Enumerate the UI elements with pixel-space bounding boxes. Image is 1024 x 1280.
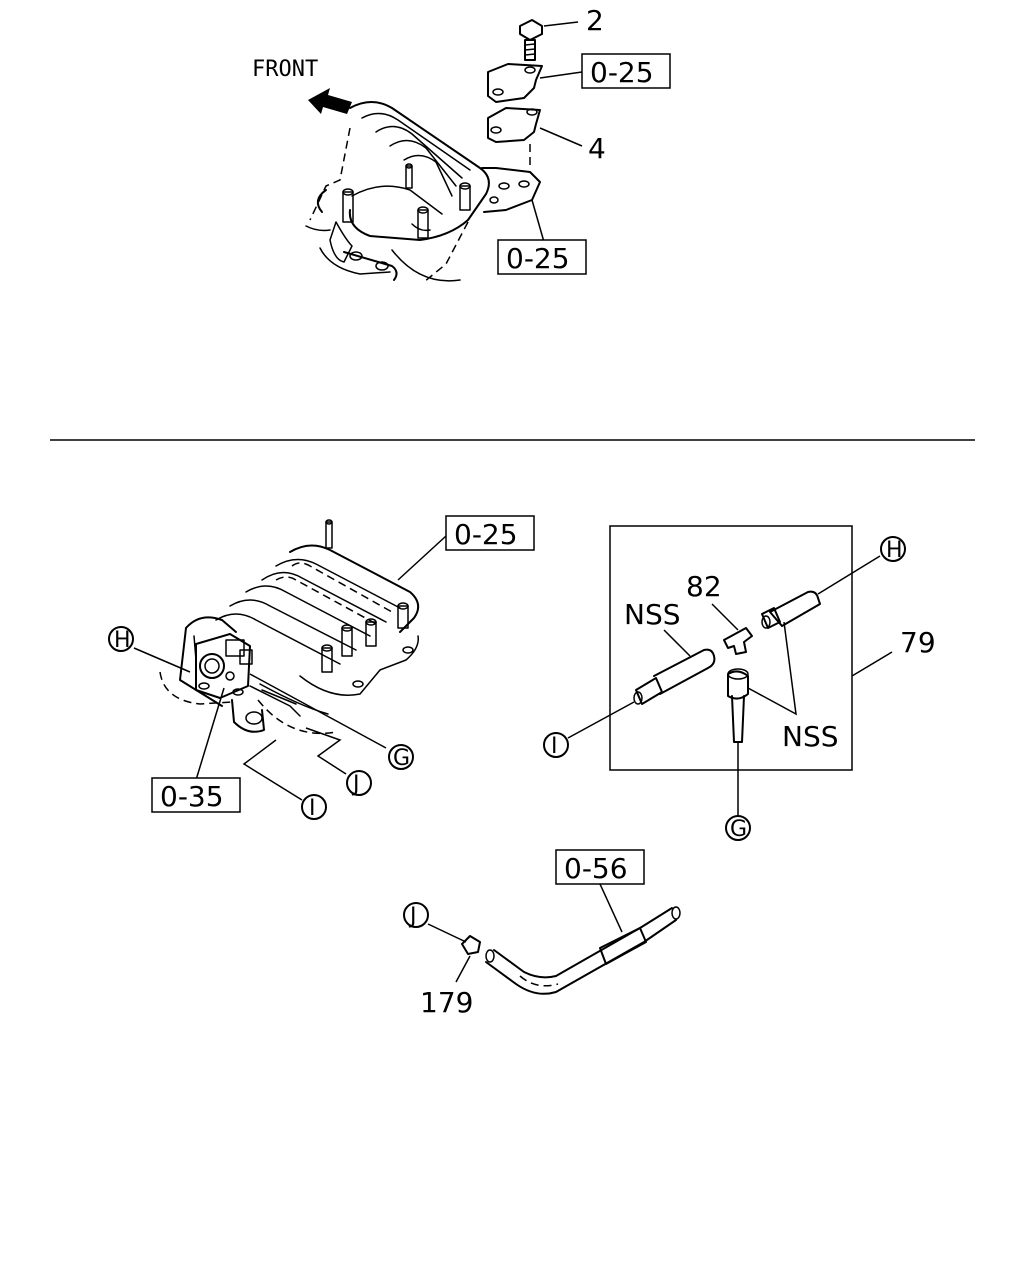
ref-code-lower: 0-25: [506, 242, 570, 275]
cover-plate: 0-25: [487, 53, 671, 103]
connector-i-right-label: I: [551, 734, 558, 759]
part-number-179: 179: [420, 986, 473, 1019]
ref-box-lower: [497, 239, 587, 275]
ref-code-throttle: 0-35: [160, 780, 224, 813]
gasket-4: 4: [487, 107, 606, 170]
connector-g-right-icon: [725, 815, 751, 841]
connector-j-bottom-icon: [403, 902, 429, 928]
front-label: FRONT: [252, 57, 318, 82]
part-number-4: 4: [588, 132, 606, 165]
nss-label-upper: NSS: [624, 598, 681, 631]
part-number-79: 79: [900, 626, 936, 659]
top-view: FRONT: [252, 4, 671, 283]
ref-box-upper: [581, 53, 671, 89]
ref-box-manifold: [445, 515, 535, 551]
connector-h-right-icon: [880, 536, 906, 562]
intake-manifold-assembly: 0-25: [108, 515, 535, 821]
connector-g-right-label: G: [730, 817, 747, 842]
connector-j-left-icon: [346, 770, 372, 796]
throttle-body: [159, 633, 337, 735]
hose-kit-box: [609, 525, 853, 771]
connector-h-left-label: H: [114, 628, 131, 653]
bolt-2: 2: [519, 4, 604, 61]
ref-box-hose: [555, 849, 645, 885]
ref-code-upper: 0-25: [590, 56, 654, 89]
connector-i-right-icon: [543, 732, 569, 758]
connector-i-left-icon: [301, 794, 327, 820]
connector-h-right-label: H: [886, 538, 903, 563]
connector-j-left-label: J: [351, 772, 360, 797]
nss-label-lower: NSS: [782, 720, 839, 753]
connector-j-bottom-label: J: [408, 904, 417, 929]
part-number-82: 82: [686, 570, 722, 603]
hose-kit-79: 79 NSS I 82 G H NSS: [543, 525, 936, 842]
ref-code-manifold: 0-25: [454, 518, 518, 551]
vacuum-hose-assembly: 0-56 J 179: [403, 849, 681, 1019]
upper-intake-manifold: [305, 101, 541, 283]
ref-box-throttle: [151, 777, 241, 813]
part-number-2: 2: [586, 4, 604, 37]
ref-code-hose: 0-56: [564, 852, 628, 885]
connector-i-left-label: I: [309, 796, 316, 821]
connector-g-left-label: G: [393, 746, 410, 771]
connector-h-left-icon: [108, 626, 134, 652]
connector-g-left-icon: [388, 744, 414, 770]
front-arrow-icon: [308, 88, 352, 114]
